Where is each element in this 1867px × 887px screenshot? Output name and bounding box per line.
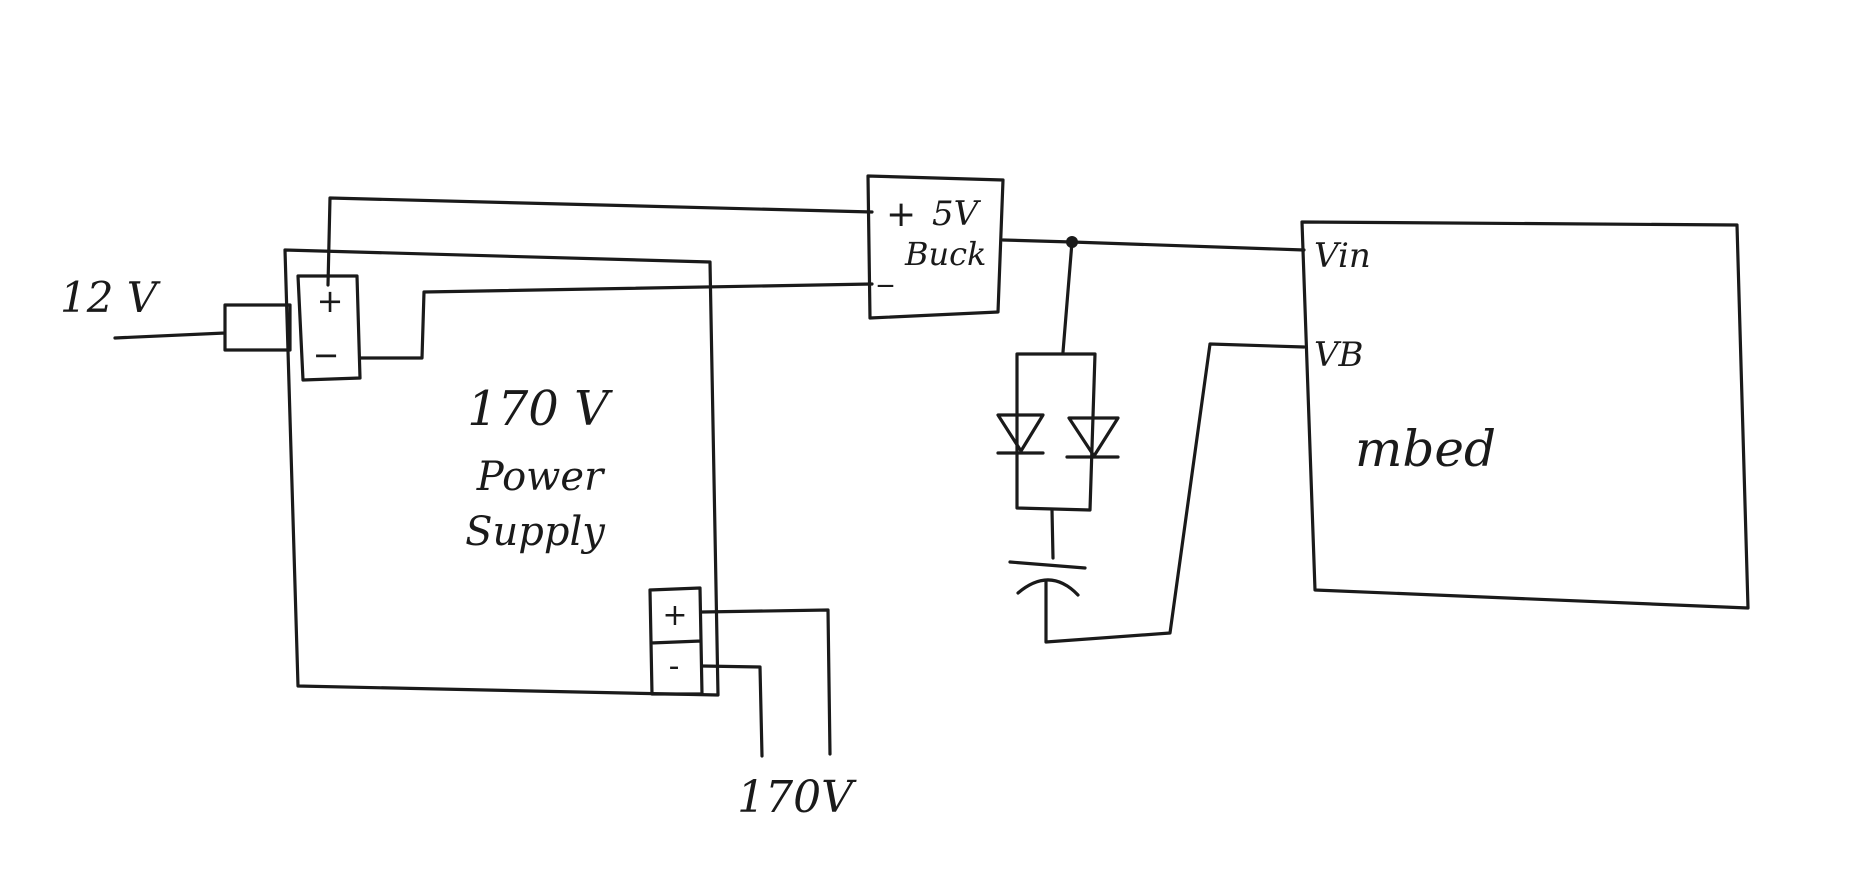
wire-psu-plus-to-buck-plus bbox=[326, 196, 874, 287]
psu-output-minus-label: - bbox=[669, 649, 680, 684]
psu-supply-label: Supply bbox=[465, 509, 606, 555]
mbed-vb-pin-label: VB bbox=[1314, 335, 1364, 375]
mbed-box bbox=[1300, 220, 1750, 610]
psu-power-label: Power bbox=[476, 454, 606, 500]
buck-plus-label: + bbox=[886, 194, 916, 235]
buck-minus-label: _ bbox=[877, 253, 894, 288]
diode-pair-frame bbox=[1015, 352, 1097, 512]
power-supply-box bbox=[283, 248, 720, 697]
diode-left bbox=[996, 413, 1045, 455]
input-voltage-label: 12 V bbox=[60, 273, 161, 322]
psu-input-connector bbox=[296, 274, 362, 382]
output-lead-negative bbox=[700, 664, 764, 758]
wire-buck-to-vin bbox=[1001, 238, 1306, 252]
input-plug bbox=[113, 303, 292, 352]
capacitor-plate-curved bbox=[1016, 578, 1080, 597]
psu-output-connector bbox=[648, 586, 704, 696]
wire-junction-to-diodes bbox=[1061, 240, 1074, 354]
buck-name-label: Buck bbox=[904, 235, 986, 273]
diode-right bbox=[1065, 416, 1120, 459]
mbed-name-label: mbed bbox=[1355, 420, 1496, 478]
buck-voltage-label: 5V bbox=[932, 194, 982, 234]
buck-converter-box bbox=[866, 174, 1005, 320]
wire-diodes-to-capacitor bbox=[1050, 508, 1055, 560]
capacitor-plate-flat bbox=[1008, 560, 1087, 570]
mbed-vin-pin-label: Vin bbox=[1314, 236, 1371, 276]
psu-output-plus-label: + bbox=[662, 598, 687, 633]
wire-psu-minus-to-buck-minus bbox=[358, 282, 874, 360]
output-lead-positive bbox=[700, 608, 832, 756]
psu-input-minus-label: − bbox=[313, 336, 340, 374]
wire-capacitor-to-vb bbox=[1044, 342, 1306, 644]
psu-voltage-label: 170 V bbox=[467, 381, 613, 437]
psu-input-plus-label: + bbox=[317, 282, 344, 320]
output-voltage-label: 170V bbox=[737, 772, 857, 823]
